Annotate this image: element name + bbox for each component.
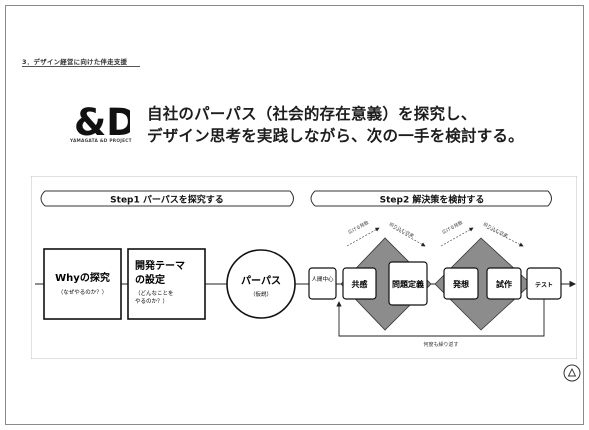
- theme-title-2: の設定: [135, 273, 165, 286]
- step2-header-capsule: [310, 190, 552, 207]
- node-ideate-label: 発想: [452, 279, 469, 289]
- headline: 自社のパーパス（社会的存在意義）を探究し、 デザイン思考を実践しながら、次の一手…: [147, 103, 524, 147]
- node-test-label: テスト: [535, 282, 553, 289]
- logo-mark-text: &D: [74, 104, 130, 138]
- node-define: [388, 261, 428, 306]
- logo-name: YAMAGATA &D PROJECT: [70, 139, 132, 144]
- theme-title-1: 開発テーマ: [135, 259, 185, 272]
- feedback-loop-arrow: [336, 299, 545, 337]
- slide-frame: [5, 5, 584, 425]
- arc-label-2: 絞り込む収束: [388, 221, 416, 240]
- step2-label: Step2 解決策を検討する: [380, 194, 485, 206]
- arc-1: [346, 227, 380, 247]
- purpose-circle: [226, 249, 296, 319]
- section-underline: [22, 66, 140, 67]
- node-define-label: 問題定義: [392, 279, 424, 289]
- why-box: [43, 248, 122, 320]
- logo-mark-icon: &D: [74, 104, 130, 138]
- step1-header-capsule: [40, 190, 294, 207]
- purpose-title: パーパス: [241, 275, 281, 287]
- purpose-sub: （仮説）: [250, 290, 272, 298]
- node-prototype: [486, 267, 522, 300]
- section-label: 3．デザイン経営に向けた伴走支援: [22, 58, 128, 66]
- page-badge-icon: [563, 364, 581, 382]
- arc-label-3: 広げる発散: [441, 219, 465, 236]
- arc-label-1: 広げる発散: [347, 219, 371, 236]
- node-empathize: [342, 267, 377, 300]
- process-diagram: Step1 パーパスを探究する Step2 解決策を検討する Whyの探究 （な…: [31, 176, 577, 359]
- arc-label-4: 絞り込む収束: [482, 221, 510, 240]
- node-prototype-label: 試作: [496, 279, 512, 289]
- step1-label: Step1 パーパスを探究する: [110, 194, 224, 206]
- diamond-left: [340, 237, 432, 331]
- theme-box: [127, 248, 206, 320]
- node-human-centered: [308, 267, 337, 300]
- node-empathize-label: 共感: [352, 279, 368, 289]
- theme-sub-1: （どんなことを: [135, 289, 174, 297]
- why-title: Whyの探究: [55, 271, 110, 284]
- arc-3: [440, 227, 474, 247]
- headline-line-1: 自社のパーパス（社会的存在意義）を探究し、: [147, 105, 477, 123]
- node-ideate: [443, 267, 479, 300]
- theme-sub-2: やるのか？）: [135, 297, 168, 305]
- loop-label: 何度も繰り返す: [423, 341, 458, 348]
- node-human-centered-label: 人間中心: [311, 275, 334, 283]
- headline-line-2: デザイン思考を実践しながら、次の一手を検討する。: [147, 127, 524, 145]
- arc-2: [392, 227, 426, 247]
- why-sub: （なぜやるのか？）: [58, 288, 108, 296]
